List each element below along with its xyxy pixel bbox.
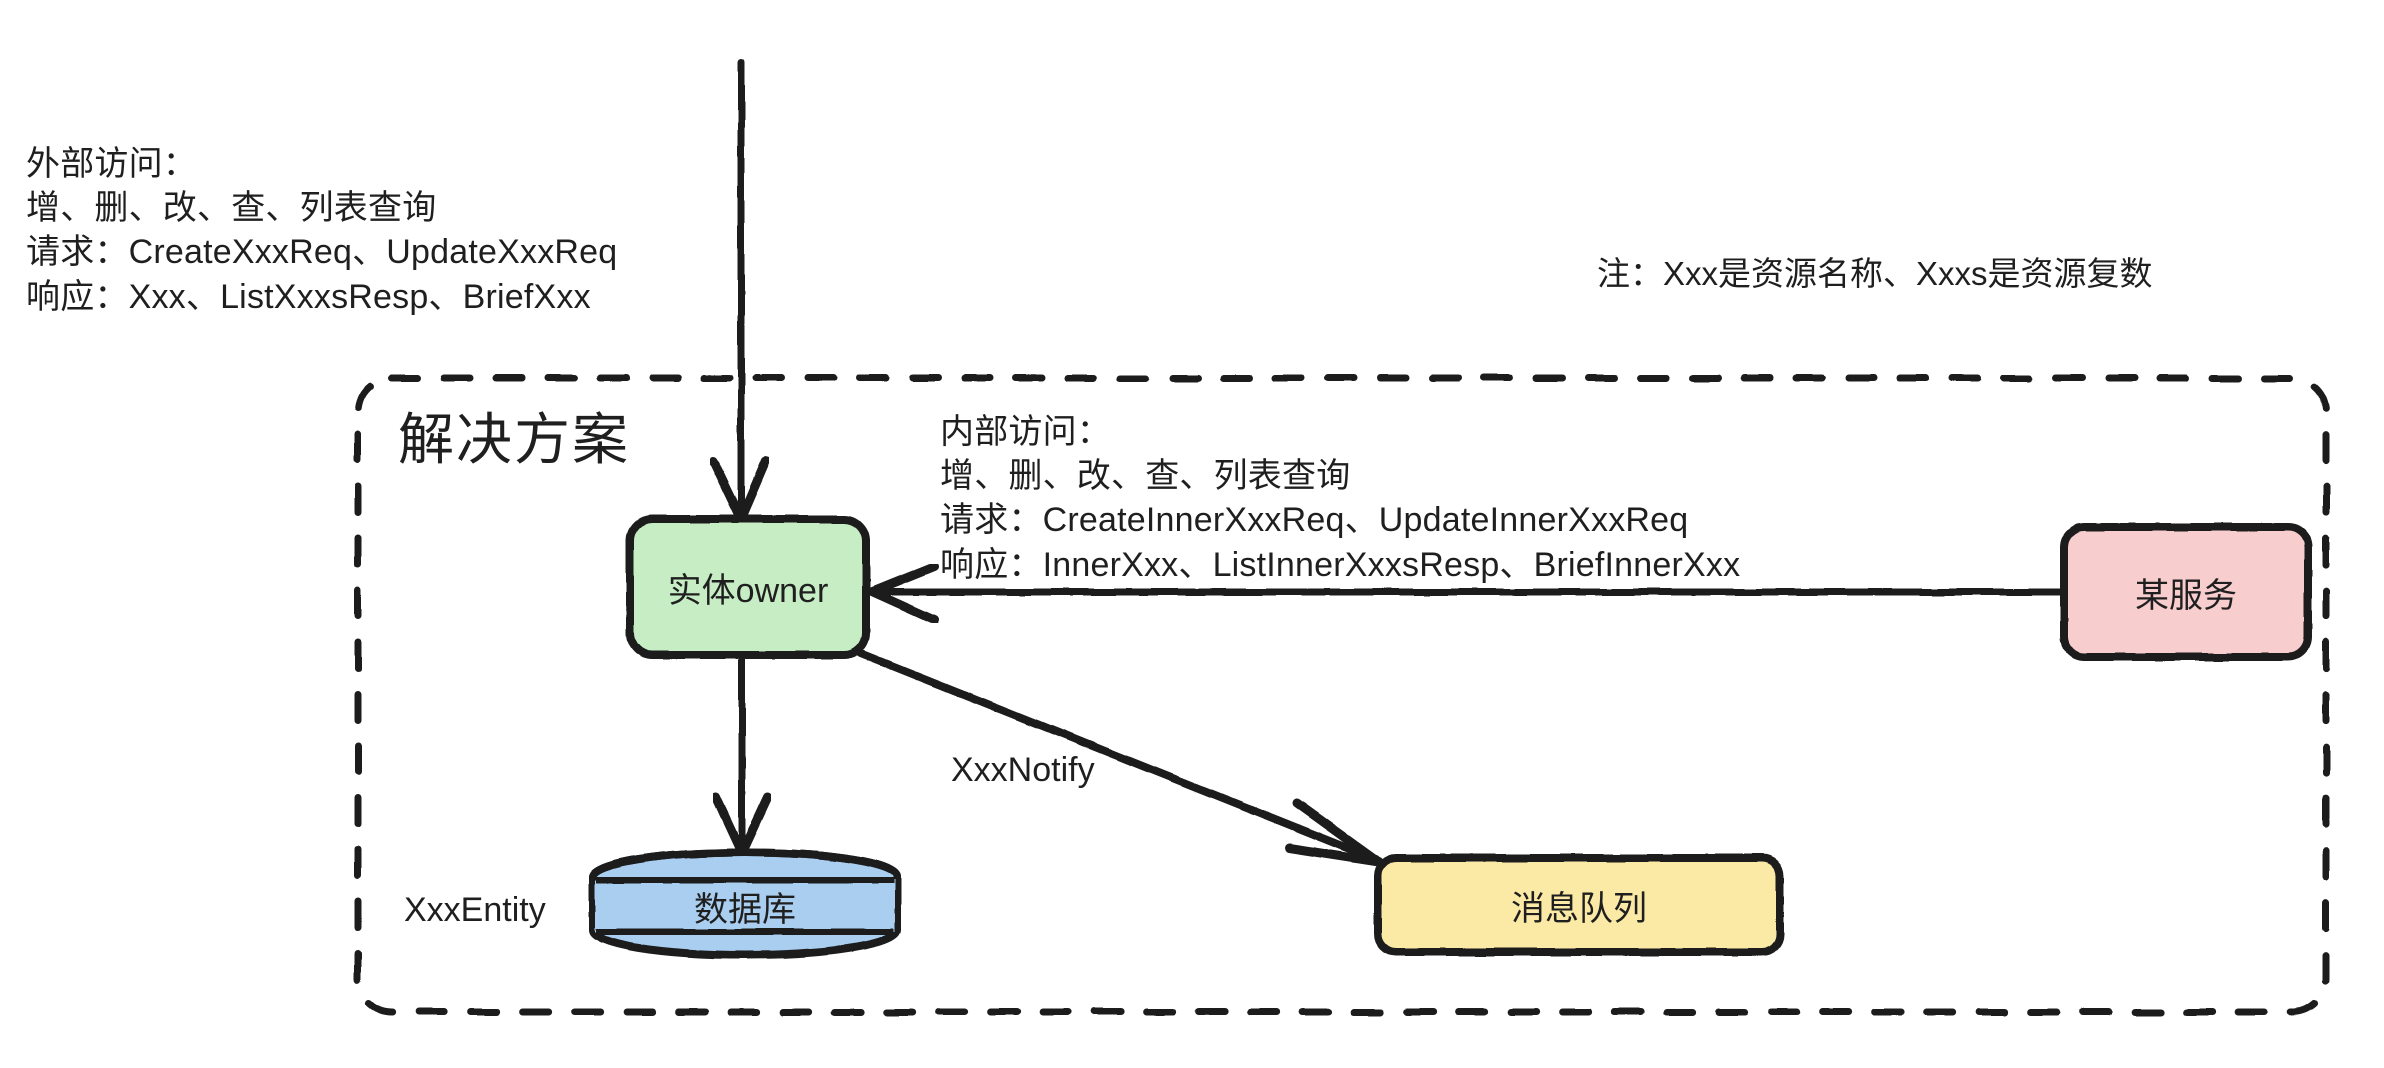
service-label: 某服务 — [2135, 576, 2237, 615]
database-shape[interactable] — [589, 847, 901, 959]
message-queue-shape[interactable] — [1374, 854, 1784, 956]
database-entity-label: XxxEntity — [404, 891, 546, 929]
external-access-arrow — [708, 58, 771, 524]
entity-owner-shape[interactable] — [626, 515, 870, 659]
entity-to-database-arrow — [711, 652, 773, 858]
entity-to-queue-arrow — [856, 649, 1384, 867]
database-band — [595, 876, 895, 936]
resource-naming-note: 注：Xxx是资源名称、Xxxs是资源复数 — [1597, 255, 2153, 292]
external-access-note: 外部访问： 增、删、改、查、列表查询 请求：CreateXxxReq、Updat… — [26, 145, 618, 316]
internal-access-note: 内部访问： 增、删、改、查、列表查询 请求：CreateInnerXxxReq、… — [940, 413, 1741, 584]
service-shape[interactable] — [2060, 523, 2312, 661]
entity-owner-label: 实体owner — [667, 571, 829, 610]
message-queue-label: 消息队列 — [1511, 889, 1647, 928]
database-label: 数据库 — [694, 890, 796, 929]
xxx-notify-edge-label: XxxNotify — [951, 751, 1095, 789]
solution-container-title: 解决方案 — [398, 408, 630, 471]
